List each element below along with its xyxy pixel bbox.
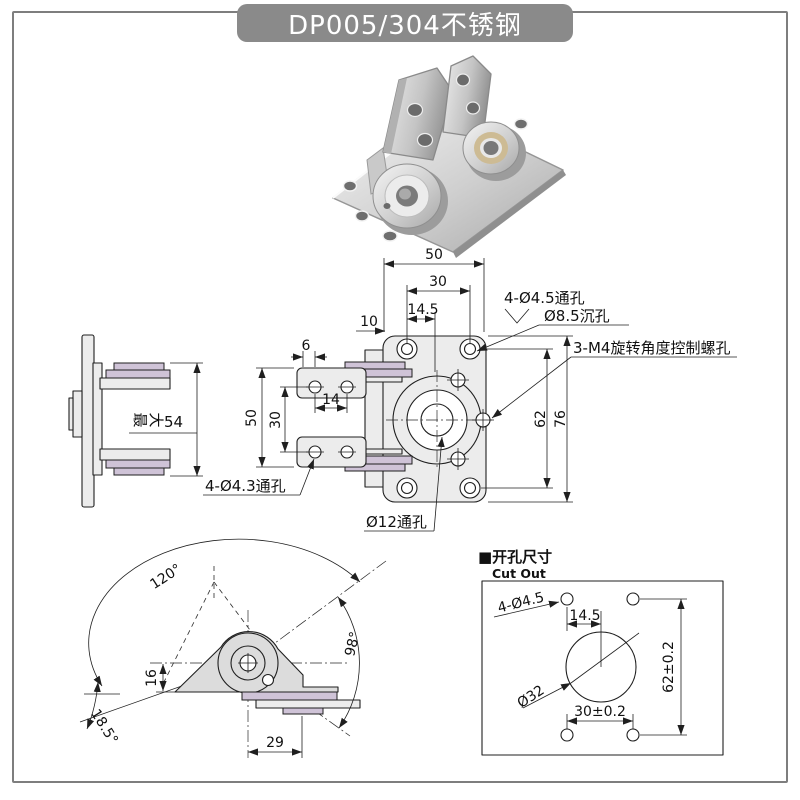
cutout-subheading: Cut Out bbox=[492, 566, 546, 581]
front-dimensions: 50 30 14.5 10 50 30 bbox=[244, 247, 573, 503]
arc-98 bbox=[337, 596, 360, 729]
hinge-body-profile bbox=[174, 631, 339, 693]
angle-down-label: 18.5° bbox=[87, 707, 121, 748]
cutout-center-hole-label: Ø32 bbox=[515, 682, 548, 711]
front-washer-disc bbox=[372, 163, 448, 235]
plate-mounting-holes bbox=[342, 118, 529, 242]
arm-holes bbox=[306, 380, 356, 459]
cutout-height-tol: 62±0.2 bbox=[661, 641, 677, 693]
cutout-holes-label: 4-Ø4.5 bbox=[496, 590, 546, 617]
angle-travel-label: 98° bbox=[342, 630, 364, 658]
front-view-drawing: 50 30 14.5 10 50 30 bbox=[203, 247, 737, 532]
page-title: DP005/304不锈钢 bbox=[288, 10, 522, 41]
label-m4-holes: 3-M4旋转角度控制螺孔 bbox=[573, 339, 730, 357]
dim-arm-offset: 6 bbox=[302, 338, 311, 354]
cutout-drawing: ■开孔尺寸 Cut Out 4-Ø4.5 14.5 Ø32 30±0.2 bbox=[478, 548, 724, 756]
dim-vertical-holes: 62 bbox=[533, 410, 549, 428]
countersink-check-mark bbox=[504, 308, 530, 324]
center-boss bbox=[386, 370, 492, 470]
dim-edge-to-hole: 10 bbox=[360, 314, 378, 330]
max-width-label-char2: 大 bbox=[147, 412, 165, 427]
max-width-label-char1: 最 bbox=[131, 412, 149, 427]
arc-18-5 bbox=[86, 681, 101, 730]
product-photo bbox=[332, 55, 566, 258]
angle-view-drawing: 120° 98° 18.5° 16 29 bbox=[79, 538, 387, 758]
dim-center-offset: 14.5 bbox=[407, 302, 438, 318]
label-arm-holes: 4-Ø4.3通孔 bbox=[205, 477, 286, 495]
dim-pivot-height: 16 bbox=[144, 669, 160, 687]
dim-arm-overall: 50 bbox=[244, 409, 260, 427]
right-washer-disc bbox=[462, 121, 526, 181]
label-counterbore-line1: 4-Ø4.5通孔 bbox=[504, 289, 585, 307]
label-center-hole: Ø12通孔 bbox=[366, 513, 427, 531]
title-bar: DP005/304不锈钢 bbox=[237, 4, 573, 42]
counterbore-holes bbox=[396, 338, 481, 499]
dim-hole-spacing: 30 bbox=[429, 274, 447, 290]
dim-arm-hole-vertical: 30 bbox=[268, 411, 284, 429]
m4-holes bbox=[447, 369, 494, 470]
side-view-dimension-54: 最 大 54 bbox=[129, 362, 203, 477]
dim-pivot-offset: 29 bbox=[266, 735, 284, 751]
cutout-width-tol: 30±0.2 bbox=[574, 704, 626, 720]
max-width-value: 54 bbox=[164, 413, 183, 431]
cutout-hole-offset: 14.5 bbox=[569, 608, 600, 624]
dim-overall-height: 76 bbox=[553, 410, 569, 428]
dim-arm-hole-spacing: 14 bbox=[322, 392, 340, 408]
plate-edge-shadow bbox=[453, 170, 566, 258]
label-counterbore-line2: Ø8.5沉孔 bbox=[544, 307, 610, 325]
dim-overall-width: 50 bbox=[425, 247, 443, 263]
cutout-heading: ■开孔尺寸 bbox=[478, 548, 552, 566]
left-arm bbox=[382, 67, 454, 161]
side-view-drawing: 最 大 54 bbox=[68, 334, 203, 508]
angle-open-label: 120° bbox=[147, 561, 184, 593]
arc-120 bbox=[88, 538, 361, 687]
front-labels: 4-Ø4.5通孔 Ø8.5沉孔 3-M4旋转角度控制螺孔 4-Ø4.3通孔 Ø1… bbox=[203, 289, 737, 532]
